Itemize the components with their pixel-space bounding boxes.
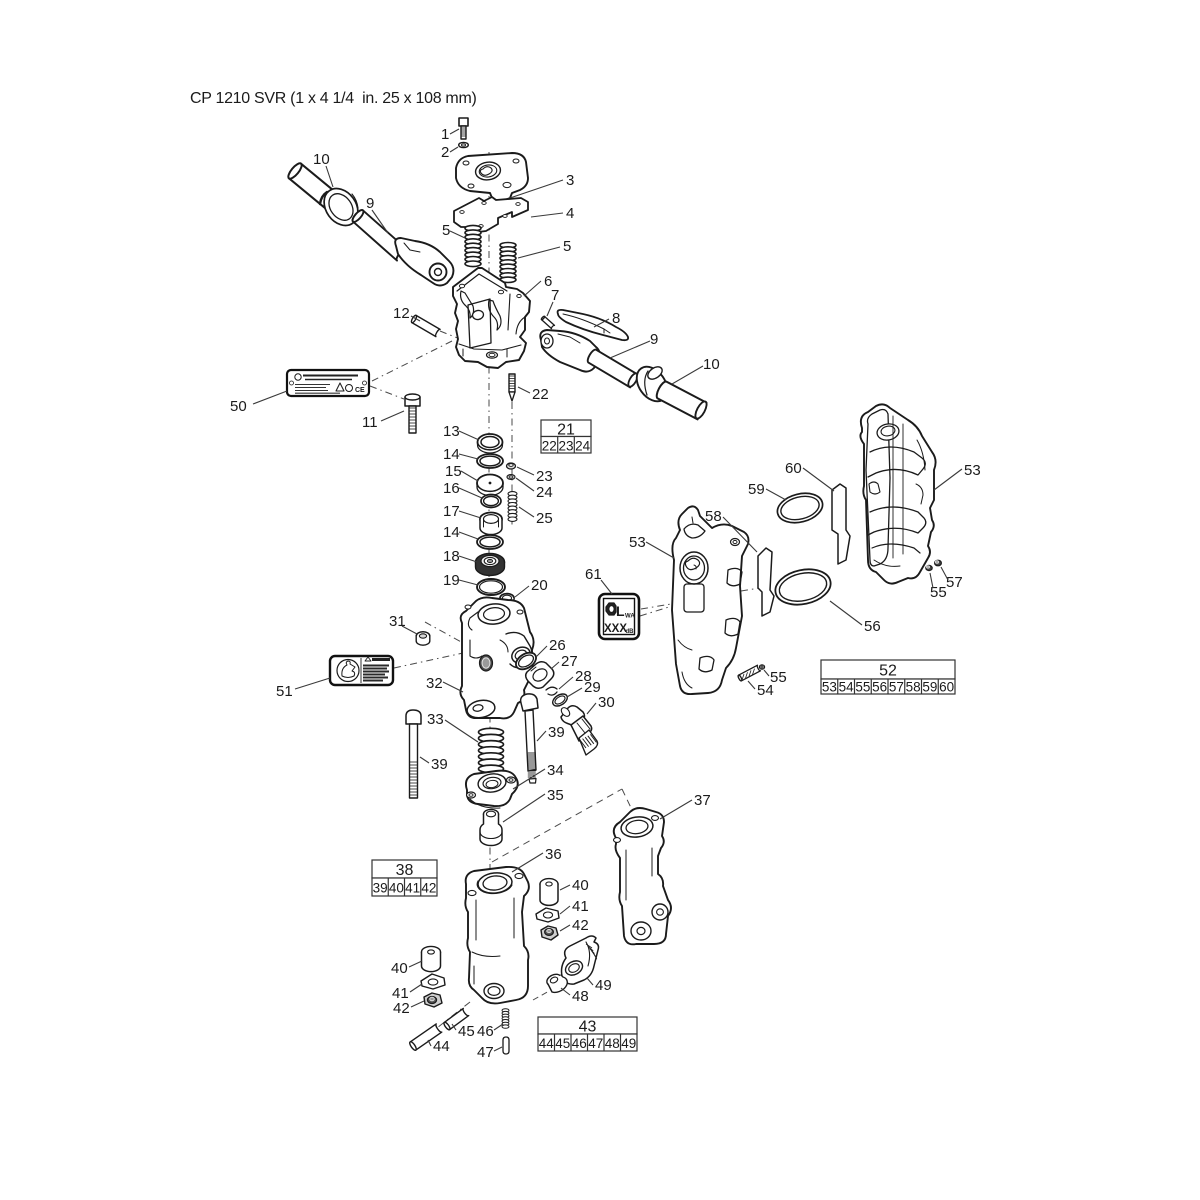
svg-text:53: 53	[629, 534, 646, 551]
svg-text:2: 2	[441, 144, 449, 161]
svg-text:7: 7	[551, 287, 559, 304]
svg-text:59: 59	[922, 680, 937, 695]
svg-text:49: 49	[595, 977, 612, 994]
svg-text:32: 32	[426, 675, 443, 692]
svg-text:57: 57	[889, 680, 904, 695]
svg-text:6: 6	[544, 273, 552, 290]
svg-text:55: 55	[855, 680, 870, 695]
svg-text:24: 24	[575, 439, 591, 454]
svg-text:54: 54	[839, 680, 855, 695]
svg-text:39: 39	[548, 724, 565, 741]
svg-text:38: 38	[396, 862, 414, 879]
svg-text:40: 40	[389, 881, 404, 896]
svg-text:33: 33	[427, 711, 444, 728]
svg-text:40: 40	[391, 960, 408, 977]
svg-text:28: 28	[575, 668, 592, 685]
svg-text:60: 60	[939, 680, 954, 695]
svg-text:18: 18	[443, 548, 460, 565]
svg-text:56: 56	[864, 618, 881, 635]
svg-text:60: 60	[785, 460, 802, 477]
svg-text:53: 53	[822, 680, 837, 695]
svg-text:26: 26	[549, 637, 566, 654]
svg-text:36: 36	[545, 846, 562, 863]
svg-text:52: 52	[879, 663, 897, 680]
svg-text:57: 57	[946, 574, 963, 591]
svg-text:8: 8	[612, 310, 620, 327]
svg-text:19: 19	[443, 572, 460, 589]
svg-text:20: 20	[531, 577, 548, 594]
svg-text:15: 15	[445, 463, 462, 480]
svg-text:42: 42	[393, 1000, 410, 1017]
svg-text:55: 55	[930, 584, 947, 601]
svg-text:42: 42	[572, 917, 589, 934]
svg-text:47: 47	[477, 1044, 494, 1061]
svg-text:10: 10	[703, 356, 720, 373]
svg-text:58: 58	[906, 680, 921, 695]
svg-text:47: 47	[588, 1036, 603, 1051]
svg-text:50: 50	[230, 398, 247, 415]
svg-text:WA: WA	[625, 614, 635, 620]
svg-text:13: 13	[443, 423, 460, 440]
svg-text:39: 39	[431, 756, 448, 773]
svg-text:22: 22	[542, 439, 557, 454]
svg-text:9: 9	[650, 331, 658, 348]
svg-text:3: 3	[566, 172, 574, 189]
svg-text:CP 1210 SVR (1 x 4 1/4 in. 25: CP 1210 SVR (1 x 4 1/4 in. 25 x 108 mm)	[190, 90, 477, 107]
svg-text:41: 41	[405, 881, 420, 896]
svg-text:31: 31	[389, 613, 406, 630]
svg-text:23: 23	[558, 439, 573, 454]
svg-text:41: 41	[392, 985, 409, 1002]
svg-text:9: 9	[366, 195, 374, 212]
svg-text:1: 1	[441, 126, 449, 143]
svg-text:14: 14	[443, 524, 460, 541]
svg-text:25: 25	[536, 510, 553, 527]
svg-text:51: 51	[276, 683, 293, 700]
svg-text:55: 55	[770, 669, 787, 686]
svg-text:48: 48	[605, 1036, 620, 1051]
svg-text:22: 22	[532, 386, 549, 403]
svg-text:L: L	[616, 603, 625, 619]
svg-text:56: 56	[872, 680, 887, 695]
svg-text:41: 41	[572, 898, 589, 915]
svg-text:49: 49	[621, 1036, 636, 1051]
svg-text:XXX: XXX	[604, 623, 627, 635]
svg-text:53: 53	[964, 462, 981, 479]
svg-text:dB: dB	[626, 629, 635, 635]
svg-text:44: 44	[433, 1038, 450, 1055]
svg-text:21: 21	[557, 422, 575, 439]
svg-text:39: 39	[373, 881, 388, 896]
svg-text:CE: CE	[355, 387, 365, 394]
svg-text:40: 40	[572, 877, 589, 894]
svg-text:17: 17	[443, 503, 460, 520]
svg-text:5: 5	[563, 238, 571, 255]
svg-text:10: 10	[313, 151, 330, 168]
svg-text:34: 34	[547, 762, 564, 779]
svg-text:11: 11	[362, 414, 378, 431]
svg-text:4: 4	[566, 205, 574, 222]
svg-text:44: 44	[539, 1036, 555, 1051]
svg-text:35: 35	[547, 787, 564, 804]
svg-text:30: 30	[598, 694, 615, 711]
svg-text:61: 61	[585, 566, 602, 583]
svg-text:14: 14	[443, 446, 460, 463]
svg-text:37: 37	[694, 792, 711, 809]
svg-text:45: 45	[555, 1036, 570, 1051]
svg-text:24: 24	[536, 484, 553, 501]
svg-text:27: 27	[561, 653, 578, 670]
svg-text:29: 29	[584, 679, 601, 696]
svg-text:43: 43	[579, 1019, 597, 1036]
svg-text:46: 46	[477, 1023, 494, 1040]
svg-text:16: 16	[443, 480, 460, 497]
svg-text:46: 46	[572, 1036, 587, 1051]
svg-text:12: 12	[393, 305, 410, 322]
svg-text:48: 48	[572, 988, 589, 1005]
svg-text:58: 58	[705, 508, 722, 525]
svg-text:45: 45	[458, 1023, 475, 1040]
svg-text:42: 42	[421, 881, 436, 896]
svg-text:5: 5	[442, 222, 450, 239]
svg-text:59: 59	[748, 481, 765, 498]
svg-text:23: 23	[536, 468, 553, 485]
svg-text:54: 54	[757, 682, 774, 699]
